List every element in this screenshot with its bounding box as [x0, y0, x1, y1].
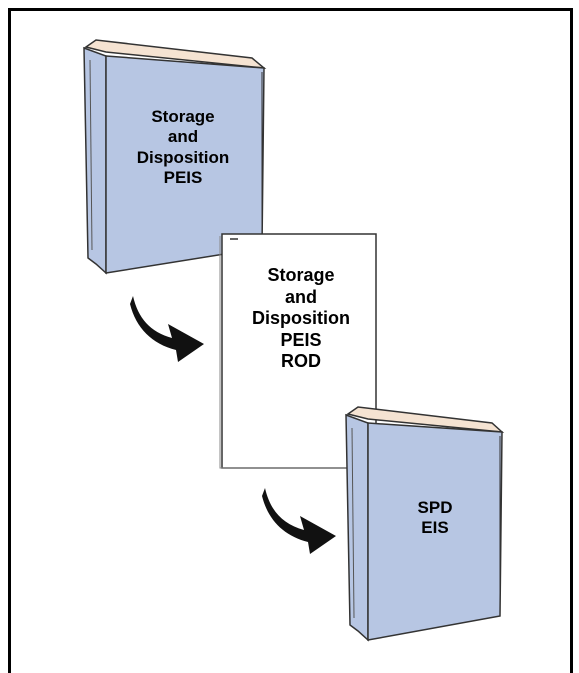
book-spd-line: EIS	[421, 518, 449, 538]
document-rod-line: Disposition	[252, 308, 350, 329]
diagram-frame	[8, 8, 573, 673]
book-spd-line: SPD	[417, 498, 453, 517]
book-peis	[83, 39, 267, 275]
arrow-2	[262, 488, 336, 554]
document-rod-line: ROD	[281, 351, 321, 372]
book-peis-line: Storage	[151, 107, 215, 126]
document-rod-line: PEIS	[280, 329, 322, 350]
book-peis-line: and	[167, 127, 199, 147]
document-rod-line: Storage	[267, 265, 335, 285]
book-spd	[345, 406, 505, 642]
arrow-1	[130, 296, 204, 362]
document-rod-line: and	[284, 286, 317, 307]
book-peis-line: PEIS	[163, 168, 203, 188]
document-rod-label: Storage and Disposition PEIS ROD	[226, 265, 376, 373]
book-spd-label: SPD EIS	[370, 498, 500, 539]
book-peis-line: Disposition	[136, 147, 230, 167]
book-peis-label: Storage and Disposition PEIS	[108, 107, 258, 189]
